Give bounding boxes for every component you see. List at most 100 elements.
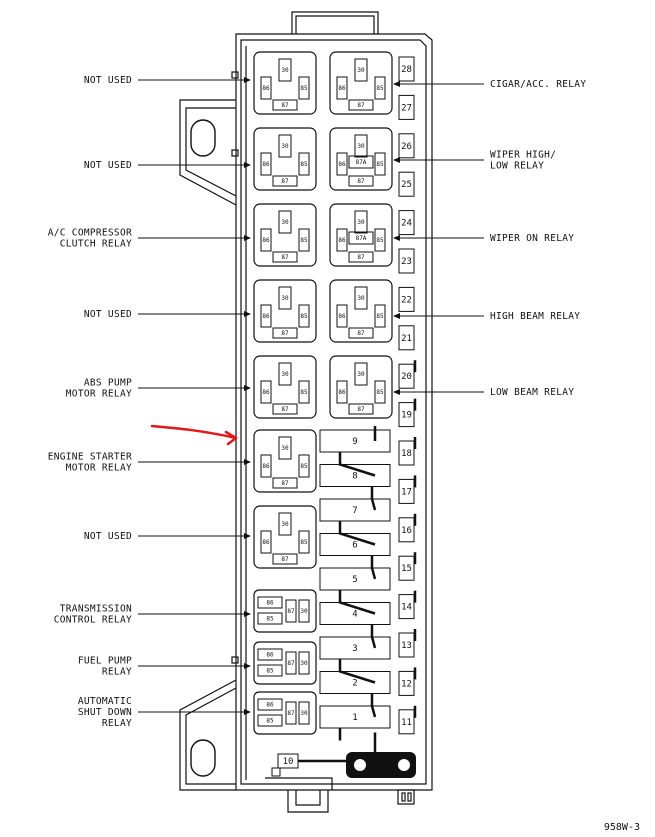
maxi-fuse-9: 9	[319, 429, 391, 453]
pin-86-label: 86	[338, 85, 346, 92]
fuse-12: 12	[398, 670, 415, 696]
pin-87-label: 87	[281, 254, 289, 261]
maxi-fuse-9-label: 9	[352, 437, 357, 447]
mounting-hole-bottom	[190, 739, 216, 777]
callout-right-1: CIGAR/ACC. RELAY	[393, 79, 586, 90]
pin-86-label: 86	[262, 313, 270, 320]
pin-87-label: 87	[357, 406, 365, 413]
fuse-20: 20	[398, 363, 415, 389]
maxi-fuse-6: 6	[319, 533, 391, 556]
fuse-27: 27	[398, 94, 415, 120]
maxi-fuse-3-label: 3	[352, 644, 357, 654]
fuse-26: 26	[398, 133, 415, 159]
small-pin-85-label: 85	[266, 668, 274, 675]
small-pin-85-label: 85	[266, 616, 274, 623]
small-pin-87-label: 87	[287, 710, 295, 717]
callout-right-text: HIGH BEAM RELAY	[490, 311, 580, 322]
pin-87-label: 87	[357, 254, 365, 261]
fuse-18-label: 18	[401, 449, 412, 459]
fuse-19: 19	[398, 402, 415, 428]
fuse-28: 28	[398, 56, 415, 82]
pin-30-label: 30	[281, 521, 289, 528]
fuse-14-label: 14	[401, 603, 412, 613]
fuse-10-label: 10	[283, 757, 294, 767]
maxi-fuse-4-label: 4	[352, 610, 357, 620]
pin-30-label: 30	[357, 143, 365, 150]
callout-left-text: AUTOMATIC	[78, 696, 132, 707]
callout-left-text: ABS PUMP	[84, 378, 132, 389]
pin-85-label: 85	[376, 85, 384, 92]
fuse-13: 13	[398, 632, 415, 658]
pin-86-label: 86	[262, 389, 270, 396]
relay-left-3: 30 86 85 87	[253, 203, 317, 267]
pin-87-label: 87	[281, 330, 289, 337]
callout-left-text: SHUT DOWN	[78, 707, 132, 718]
fuse-17: 17	[398, 478, 415, 504]
small-pin-85-label: 85	[266, 718, 274, 725]
pin-85-label: 85	[376, 237, 384, 244]
callout-right-3: WIPER ON RELAY	[393, 233, 574, 244]
small-pin-30-label: 30	[300, 660, 308, 667]
pin-86-label: 86	[338, 389, 346, 396]
fuse-25: 25	[398, 171, 415, 197]
pin-85-label: 85	[300, 313, 308, 320]
small-relay-1: 86 85 87 30	[253, 589, 317, 633]
small-pin-30-label: 30	[300, 710, 308, 717]
maxi-fuse-1-label: 1	[352, 713, 357, 723]
callout-left-text: CONTROL RELAY	[54, 615, 132, 626]
pin-87a-label: 87A	[356, 159, 367, 166]
pin-86-label: 86	[262, 237, 270, 244]
fuse-11: 11	[398, 709, 415, 735]
callout-left-text: A/C COMPRESSOR	[48, 228, 132, 239]
pin-87-label: 87	[281, 556, 289, 563]
pin-85-label: 85	[300, 389, 308, 396]
pin-86-label: 86	[338, 313, 346, 320]
fuse-10: 10	[271, 753, 346, 777]
pin-85-label: 85	[376, 389, 384, 396]
fuse-25-label: 25	[401, 180, 412, 190]
fuse-22: 22	[398, 286, 415, 312]
maxi-fuse-7-label: 7	[352, 506, 357, 516]
callout-left-text: FUEL PUMP	[78, 656, 132, 667]
pin-85-label: 85	[300, 463, 308, 470]
maxi-fuse-1: 1	[319, 705, 391, 729]
pin-30-label: 30	[281, 219, 289, 226]
red-arrow-annotation	[150, 424, 238, 446]
fuse-14: 14	[398, 594, 415, 620]
callout-right-2: WIPER HIGH/LOW RELAY	[393, 150, 556, 172]
maxi-fuse-8: 8	[319, 464, 391, 487]
fuse-18: 18	[398, 440, 415, 466]
callout-left-text: ENGINE STARTER	[48, 452, 132, 463]
callout-right-text: LOW BEAM RELAY	[490, 387, 574, 398]
callout-left-text: RELAY	[102, 667, 132, 678]
small-pin-30-label: 30	[300, 608, 308, 615]
pin-87-label: 87	[281, 480, 289, 487]
small-pin-87-label: 87	[287, 608, 295, 615]
small-pin-86-label: 86	[266, 652, 274, 659]
maxi-fuse-4: 4	[319, 602, 391, 625]
fuse-23-label: 23	[401, 257, 412, 267]
fuse-13-label: 13	[401, 641, 412, 651]
callout-left-text: TRANSMISSION	[60, 604, 132, 615]
small-pin-86-label: 86	[266, 600, 274, 607]
pin-87-label: 87	[357, 178, 365, 185]
pin-85-label: 85	[300, 237, 308, 244]
fuse-26-label: 26	[401, 142, 412, 152]
mounting-hole-top	[190, 119, 216, 157]
pin-86-label: 86	[262, 463, 270, 470]
pin-86-label: 86	[262, 85, 270, 92]
callout-left-text: NOT USED	[84, 309, 132, 320]
